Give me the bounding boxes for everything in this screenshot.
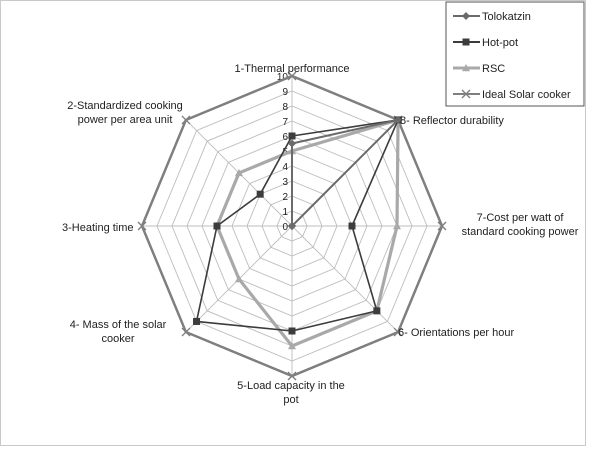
axis-label-7: 3-Heating time: [62, 222, 134, 234]
legend-item-rsc: RSC: [453, 63, 505, 75]
data-point-tolokatzin: [394, 115, 403, 124]
legend-label-rsc: RSC: [482, 63, 505, 75]
data-point-ideal-solar-cooker: [181, 327, 191, 337]
legend-item-tolokatzin: Tolokatzin: [453, 11, 531, 23]
legend-item-hot-pot: Hot-pot: [453, 37, 518, 49]
data-point-rsc: [393, 222, 401, 230]
axis-label-1: 1-Thermal performance: [235, 63, 350, 75]
axis-label-2: 8- Reflector durability: [400, 115, 504, 127]
data-point-rsc: [288, 342, 296, 350]
legend-marker-ideal-solar-cooker: [461, 89, 471, 99]
axis-label-4: 6- Orientations per hour: [398, 327, 515, 339]
series-tolokatzin: [288, 115, 403, 230]
legend-marker-rsc: [462, 64, 470, 72]
data-point-rsc: [234, 275, 243, 283]
data-point-ideal-solar-cooker: [287, 71, 297, 81]
tick-label: 9: [282, 87, 288, 98]
tick-label: 2: [282, 192, 288, 203]
data-point-hot-pot: [288, 327, 296, 335]
tick-label: 6: [282, 132, 288, 143]
tick-label: 1: [282, 207, 288, 218]
data-point-hot-pot: [288, 132, 296, 140]
data-point-hot-pot: [256, 190, 264, 198]
data-point-ideal-solar-cooker: [137, 221, 147, 231]
legend-label-tolokatzin: Tolokatzin: [482, 11, 531, 23]
tick-label: 7: [282, 117, 288, 128]
data-point-ideal-solar-cooker: [393, 327, 403, 337]
tick-label: 3: [282, 177, 288, 188]
data-point-rsc: [234, 168, 243, 177]
data-point-hot-pot: [193, 317, 201, 325]
tick-label: 8: [282, 102, 288, 113]
tick-label: 10: [277, 72, 289, 83]
axis-labels: 1-Thermal performance 8- Reflector durabi…: [62, 63, 579, 406]
legend-label-hot-pot: Hot-pot: [482, 37, 518, 49]
radar-series: [137, 71, 447, 381]
data-point-tolokatzin: [288, 139, 296, 148]
series-line-hot-pot: [195, 119, 399, 332]
data-point-ideal-solar-cooker: [437, 221, 447, 231]
legend-label-ideal-solar-cooker: Ideal Solar cooker: [482, 89, 571, 101]
series-line-tolokatzin: [291, 118, 400, 227]
tick-label: 0: [282, 222, 288, 233]
legend-marker-hot-pot: [462, 38, 470, 46]
legend-marker-tolokatzin: [462, 12, 470, 20]
legend-item-ideal-solar-cooker: Ideal Solar cooker: [453, 89, 571, 101]
data-point-hot-pot: [213, 222, 221, 230]
data-point-hot-pot: [348, 222, 356, 230]
data-point-ideal-solar-cooker: [287, 371, 297, 381]
legend-box: [445, 1, 585, 107]
data-point-tolokatzin: [288, 222, 296, 230]
data-point-hot-pot: [373, 307, 381, 315]
tick-label: 4: [282, 162, 288, 173]
spoke-4: [291, 225, 399, 333]
data-point-ideal-solar-cooker: [181, 115, 191, 125]
